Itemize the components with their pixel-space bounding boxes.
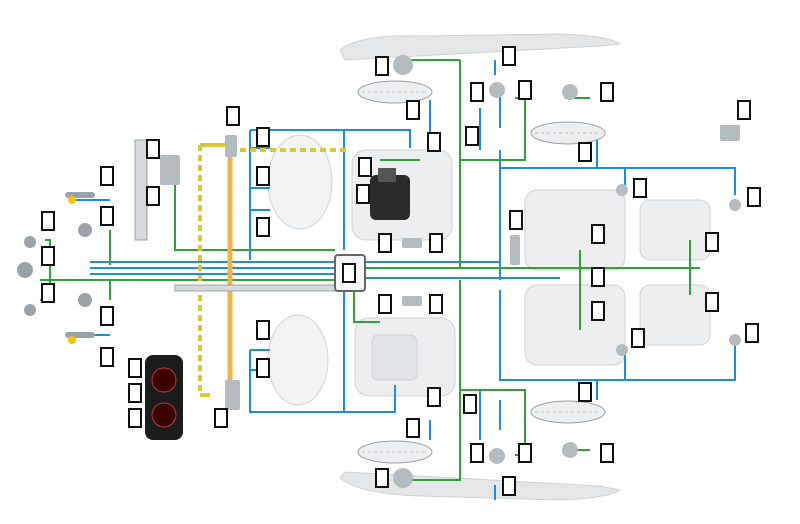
callout-20: [747, 187, 761, 207]
left-sensors: [17, 192, 95, 338]
callout-50: [406, 418, 420, 438]
callout-6: [406, 100, 420, 120]
wheel-front-right: [357, 440, 433, 464]
callout-5: [600, 82, 614, 102]
callout-39: [745, 323, 759, 343]
sensor-accent-yellow-bottom: [68, 336, 76, 344]
callout-22: [41, 211, 55, 231]
callout-25: [591, 224, 605, 244]
grey-rail: [134, 139, 336, 292]
callout-11: [427, 132, 441, 152]
passenger-seat: [354, 317, 456, 397]
callout-9: [465, 126, 479, 146]
callout-53: [600, 443, 614, 463]
callout-19: [356, 184, 370, 204]
callout-42: [256, 358, 270, 378]
car-body-top: [339, 33, 622, 61]
callout-38: [256, 320, 270, 340]
callout-36: [591, 301, 605, 321]
blue-bus: [70, 60, 736, 500]
callout-54: [375, 468, 389, 488]
callout-15: [256, 166, 270, 186]
callout-21: [100, 206, 114, 226]
callout-23: [509, 210, 523, 230]
instrument-cluster: [145, 355, 183, 440]
callout-16: [100, 166, 114, 186]
callout-14: [358, 157, 372, 177]
callout-29: [41, 246, 55, 266]
callout-37: [100, 306, 114, 326]
callout-41: [100, 347, 114, 367]
callout-32: [41, 283, 55, 303]
callout-55: [502, 476, 516, 496]
wheel-rear-right: [530, 400, 606, 424]
callout-30: [342, 263, 356, 283]
callout-44: [128, 383, 142, 403]
callout-31: [591, 267, 605, 287]
callout-28: [429, 233, 443, 253]
callout-34: [429, 294, 443, 314]
callout-49: [214, 408, 228, 428]
steering-airbag-bottom: [267, 314, 329, 406]
callout-51: [470, 443, 484, 463]
callout-7: [737, 100, 751, 120]
callout-46: [427, 387, 441, 407]
sensor-accent-yellow-top: [68, 196, 76, 204]
callout-18: [633, 178, 647, 198]
rear-seat-left: [524, 189, 711, 271]
callout-12: [146, 139, 160, 159]
callout-35: [705, 292, 719, 312]
callout-2: [502, 46, 516, 66]
callout-3: [470, 82, 484, 102]
callout-24: [256, 217, 270, 237]
wheel-rear-left: [530, 121, 606, 145]
callout-40: [631, 328, 645, 348]
callout-27: [378, 233, 392, 253]
callout-43: [128, 358, 142, 378]
callout-47: [463, 394, 477, 414]
callout-10: [256, 127, 270, 147]
callout-4: [518, 80, 532, 100]
callout-17: [146, 186, 160, 206]
callout-52: [518, 443, 532, 463]
callout-48: [128, 408, 142, 428]
callout-26: [705, 232, 719, 252]
callout-8: [226, 106, 240, 126]
callout-1: [375, 56, 389, 76]
callout-13: [578, 142, 592, 162]
driver-seat: [351, 149, 453, 241]
callout-45: [578, 382, 592, 402]
callout-33: [378, 294, 392, 314]
small-components: [160, 55, 741, 488]
wheel-front-left: [357, 80, 433, 104]
